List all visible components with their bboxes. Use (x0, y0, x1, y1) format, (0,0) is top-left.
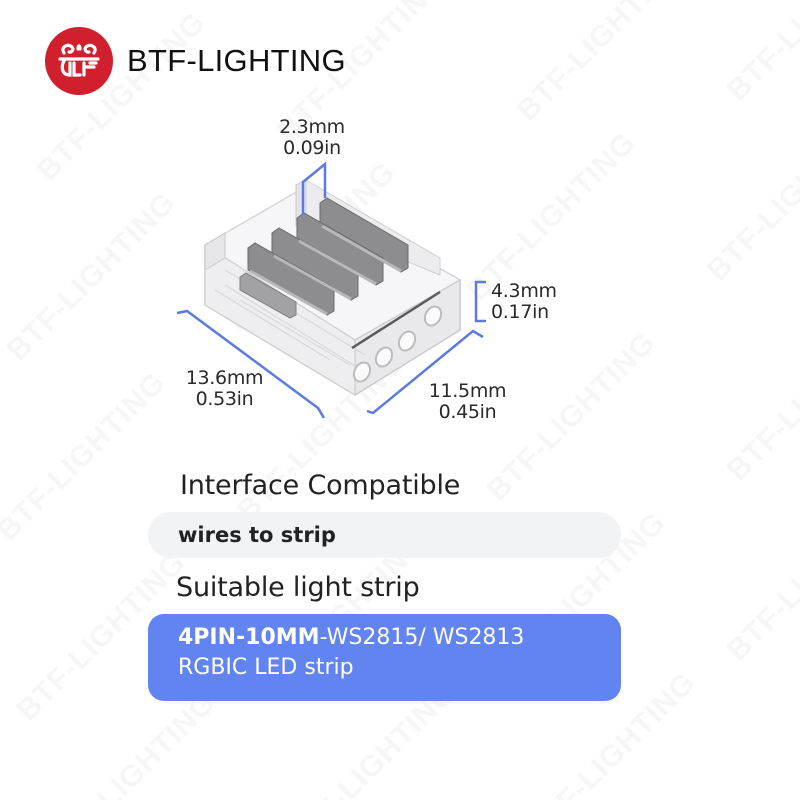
dimension-lines (176, 161, 486, 419)
length-label: 13.6mm 0.53in (185, 367, 264, 410)
brand-name: BTF-LIGHTING (127, 43, 346, 78)
width-bracket (366, 329, 484, 415)
strip-model: 4PIN-10MM-WS2815/ WS2813 (178, 623, 621, 653)
height-label: 4.3mm 0.17in (491, 280, 557, 323)
length-bracket (176, 309, 326, 419)
interface-value: wires to strip (178, 523, 336, 547)
brand-header: BTF-LIGHTING (45, 27, 346, 95)
connector-diagram: 2.3mm 0.09in 4.3mm 0.17in 13.6mm 0.53in … (176, 116, 557, 423)
width-label: 11.5mm 0.45in (428, 380, 507, 423)
connector-illustration (176, 161, 486, 419)
interface-value-pill: wires to strip (148, 512, 621, 558)
btf-logo-icon (45, 27, 113, 95)
strip-model-bold: 4PIN-10MM (178, 625, 320, 650)
interface-label: Interface Compatible (180, 470, 461, 501)
strip-model-normal: -WS2815/ WS2813 (319, 625, 525, 650)
strip-type: RGBIC LED strip (178, 655, 354, 680)
height-bracket (474, 280, 486, 323)
wire-holes (352, 305, 443, 383)
connector-body (203, 179, 462, 397)
pin-spacing-bracket (301, 161, 327, 215)
strip-value-pill: 4PIN-10MM-WS2815/ WS2813 RGBIC LED strip (148, 614, 621, 701)
strip-label: Suitable light strip (176, 572, 420, 603)
pin-spacing-label: 2.3mm 0.09in (279, 116, 345, 159)
contact-blades (239, 197, 409, 319)
